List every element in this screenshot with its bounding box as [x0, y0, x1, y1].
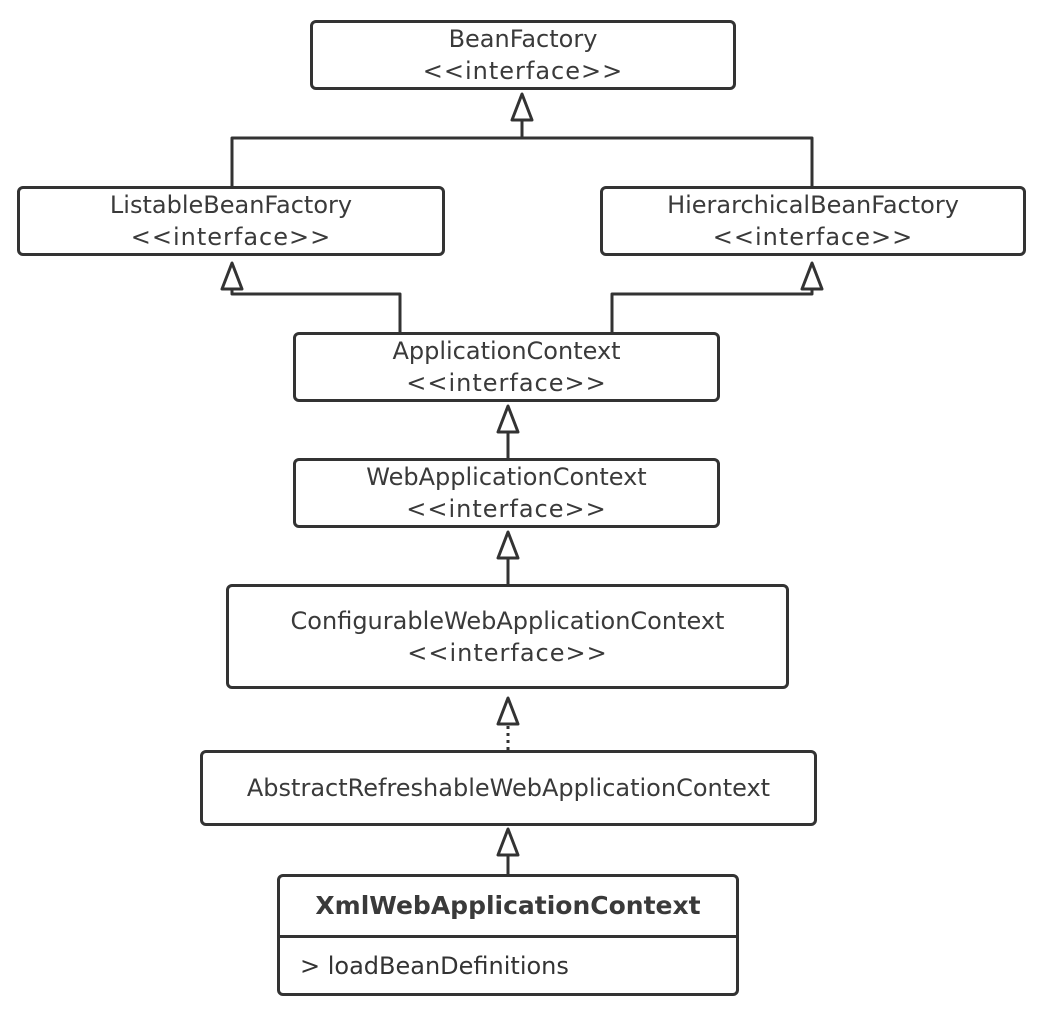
- node-stereotype: <<interface>>: [406, 495, 607, 523]
- arrowhead-webappcontext: [496, 530, 520, 560]
- node-name: XmlWebApplicationContext: [315, 891, 701, 920]
- node-stereotype: <<interface>>: [406, 369, 607, 397]
- arrowhead-configurable: [496, 696, 520, 726]
- node-web-application-context: WebApplicationContext <<interface>>: [293, 458, 720, 528]
- node-name: BeanFactory: [448, 25, 598, 53]
- edge-hierarchical-to-beanfactory: [522, 136, 814, 186]
- edge-listable-to-beanfactory: [230, 120, 524, 186]
- node-name: HierarchicalBeanFactory: [667, 191, 959, 219]
- edge-appcontext-to-listable: [230, 289, 402, 332]
- node-application-context: ApplicationContext <<interface>>: [293, 332, 720, 402]
- node-bean-factory: BeanFactory <<interface>>: [310, 20, 736, 90]
- compartment-divider: [280, 935, 736, 938]
- arrowhead-beanfactory: [510, 92, 534, 122]
- node-name: ListableBeanFactory: [109, 191, 353, 219]
- node-name: ApplicationContext: [392, 337, 621, 365]
- node-name: WebApplicationContext: [366, 463, 647, 491]
- node-xml-web-application-context: XmlWebApplicationContext > loadBeanDefin…: [277, 874, 739, 996]
- node-abstract-refreshable-web-application-context: AbstractRefreshableWebApplicationContext: [200, 750, 817, 826]
- node-configurable-web-application-context: ConfigurableWebApplicationContext <<inte…: [226, 584, 789, 689]
- edge-appcontext-to-hierarchical: [610, 289, 814, 332]
- node-listable-bean-factory: ListableBeanFactory <<interface>>: [17, 186, 445, 256]
- node-stereotype: <<interface>>: [712, 223, 914, 251]
- arrowhead-listable: [220, 261, 244, 291]
- method-load-bean-definitions: > loadBeanDefinitions: [300, 952, 569, 980]
- node-name: AbstractRefreshableWebApplicationContext: [246, 774, 771, 802]
- arrowhead-hierarchical: [800, 261, 824, 291]
- node-stereotype: <<interface>>: [407, 638, 608, 667]
- arrowhead-appcontext: [496, 404, 520, 434]
- node-hierarchical-bean-factory: HierarchicalBeanFactory <<interface>>: [600, 186, 1026, 256]
- arrowhead-abstract: [496, 827, 520, 857]
- node-name: ConfigurableWebApplicationContext: [290, 606, 725, 635]
- node-stereotype: <<interface>>: [130, 223, 332, 251]
- node-stereotype: <<interface>>: [422, 57, 624, 85]
